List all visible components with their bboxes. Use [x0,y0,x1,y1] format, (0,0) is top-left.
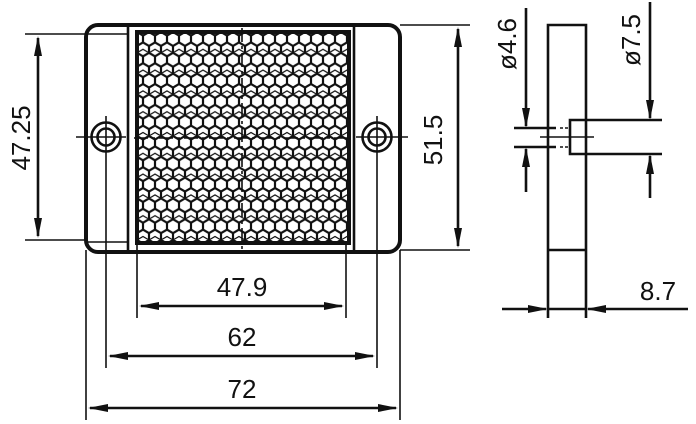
label-dia-4-6: ø4.6 [492,18,522,70]
housing-outline [84,23,402,254]
dimension-right-height: 51.5 [400,24,470,251]
label-62: 62 [228,322,257,352]
left-mounting-hole [76,116,126,160]
dimension-reflector-width: 47.9 [136,245,347,318]
label-dia-7-5: ø7.5 [616,14,646,66]
dimension-counterbore-diameter: ø7.5 [616,2,654,198]
label-72: 72 [228,374,257,404]
front-view [76,23,408,254]
dimension-hole-diameter: ø4.6 [492,8,530,192]
label-47-25: 47.25 [6,105,36,170]
label-8-7: 8.7 [640,276,676,306]
dimension-overall-width: 72 [85,250,401,420]
dimension-left-height: 47.25 [6,33,88,241]
right-mounting-hole [356,116,408,160]
side-view [514,23,662,318]
label-47-9: 47.9 [217,272,268,302]
label-51-5: 51.5 [418,115,448,166]
dimension-thickness: 8.7 [502,276,688,313]
dimension-hole-spacing: 62 [105,160,378,368]
